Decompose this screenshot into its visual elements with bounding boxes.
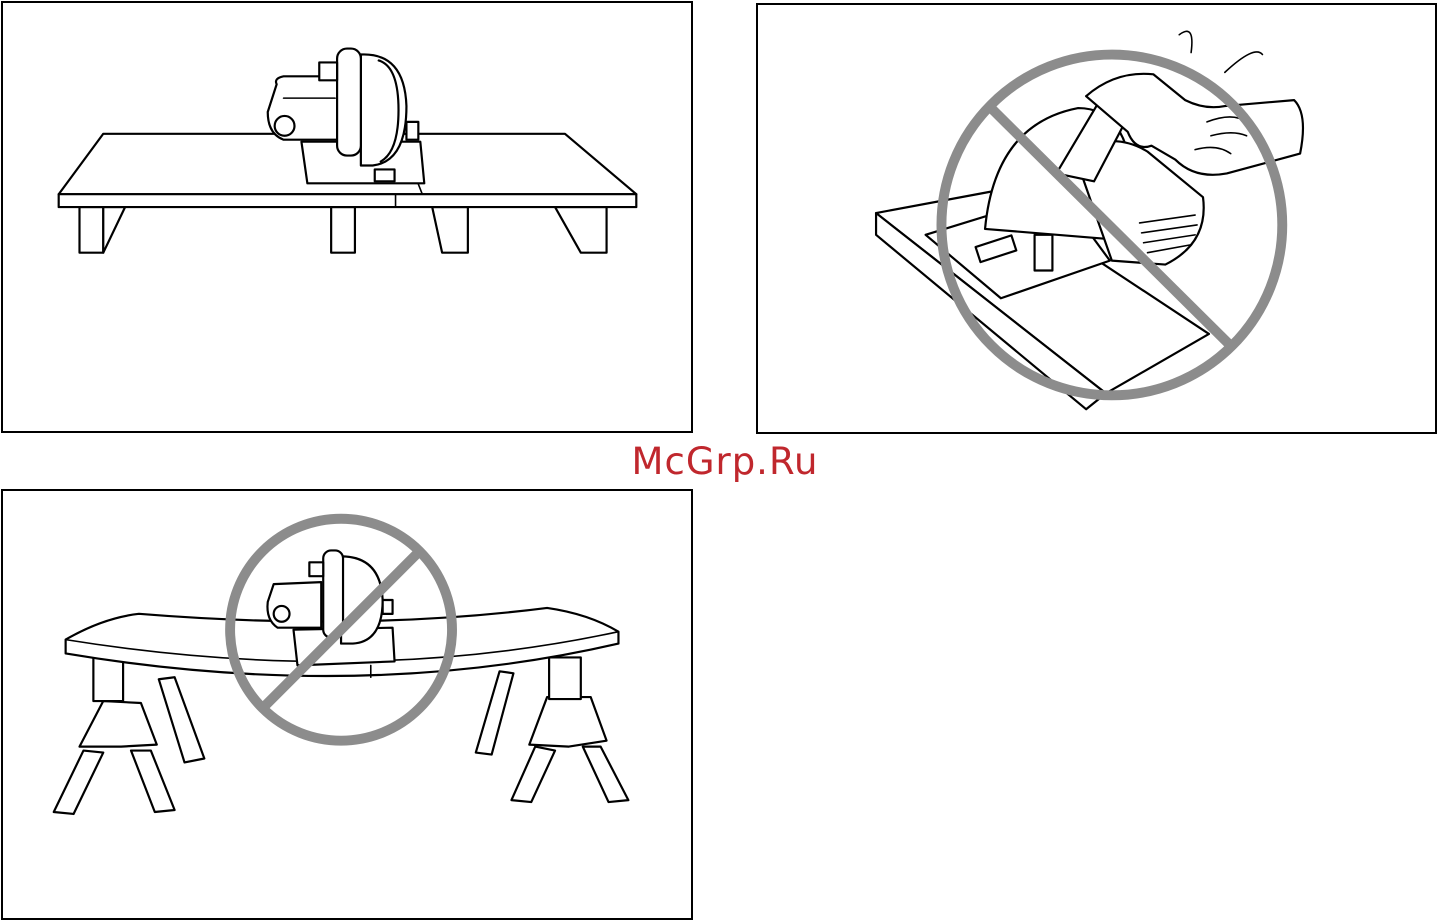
sawhorse-right [476, 657, 629, 802]
sawhorse-left [54, 657, 205, 814]
watermark: McGrp.Ru [600, 440, 850, 483]
saw-on-supported-board-icon [3, 3, 691, 431]
support-blocks [80, 207, 607, 253]
figure-sagging-board [1, 489, 693, 920]
saw-on-sagging-board-icon [3, 491, 691, 918]
hand-behind-saw-icon [758, 5, 1435, 432]
figure-hand-behind-saw [756, 3, 1437, 434]
figure-correct-support [1, 1, 693, 433]
